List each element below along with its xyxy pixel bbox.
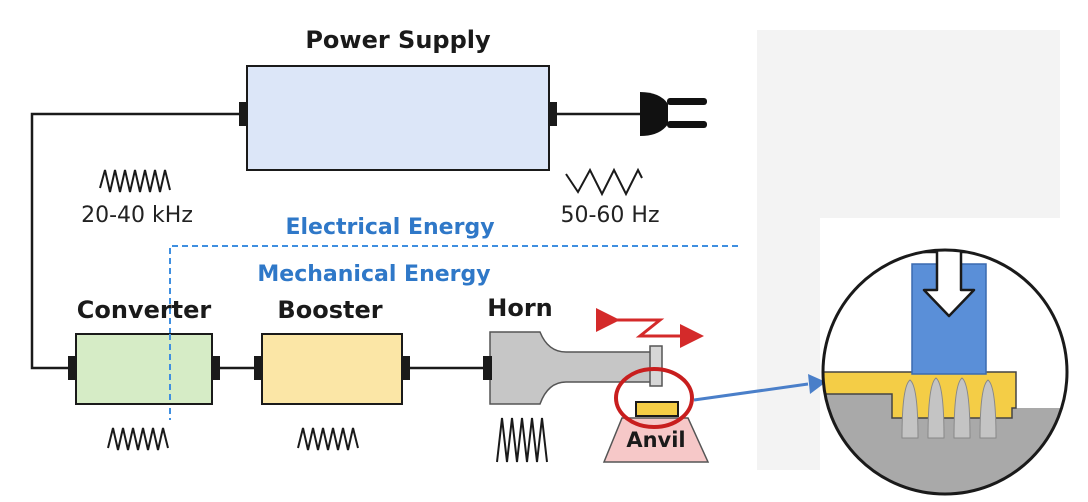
horn-label: Horn <box>487 294 553 322</box>
waveform-output-icon <box>99 169 171 193</box>
anvil-body <box>602 417 710 463</box>
zoom-circle-outline <box>821 248 1069 496</box>
converter-left-terminal <box>68 356 77 380</box>
highlight-circle <box>614 367 694 429</box>
pointer-arrow-head <box>808 374 826 394</box>
waveform-input-icon <box>565 167 643 197</box>
horn-body <box>489 331 657 405</box>
waveform-converter-icon <box>107 427 169 451</box>
power-supply-label: Power Supply <box>305 26 491 54</box>
horizontal-vibration-icon <box>596 308 704 348</box>
output-frequency-label: 20-40 kHz <box>81 203 193 228</box>
wiring <box>30 112 640 370</box>
booster-box <box>261 333 403 405</box>
converter-label: Converter <box>77 296 212 324</box>
power-supply-left-terminal <box>239 102 248 126</box>
pointer-arrow-line <box>693 382 809 402</box>
converter-box <box>75 333 213 405</box>
workpiece-small <box>635 401 679 417</box>
electrical-energy-label: Electrical Energy <box>285 215 494 240</box>
booster-right-terminal <box>401 356 410 380</box>
waveform-booster-icon <box>297 427 359 451</box>
booster-left-terminal <box>254 356 263 380</box>
horn-left-terminal <box>483 356 492 380</box>
zoom-detail <box>823 250 1067 494</box>
anvil-label: Anvil <box>626 428 685 452</box>
power-plug-icon <box>640 92 707 136</box>
power-supply-right-terminal <box>548 102 557 126</box>
input-frequency-label: 50-60 Hz <box>560 203 659 228</box>
booster-label: Booster <box>277 296 382 324</box>
waveform-horn-icon <box>496 417 548 463</box>
converter-right-terminal <box>211 356 220 380</box>
horn-tip <box>649 345 663 387</box>
power-supply-box <box>246 65 550 171</box>
mechanical-energy-label: Mechanical Energy <box>257 262 490 287</box>
